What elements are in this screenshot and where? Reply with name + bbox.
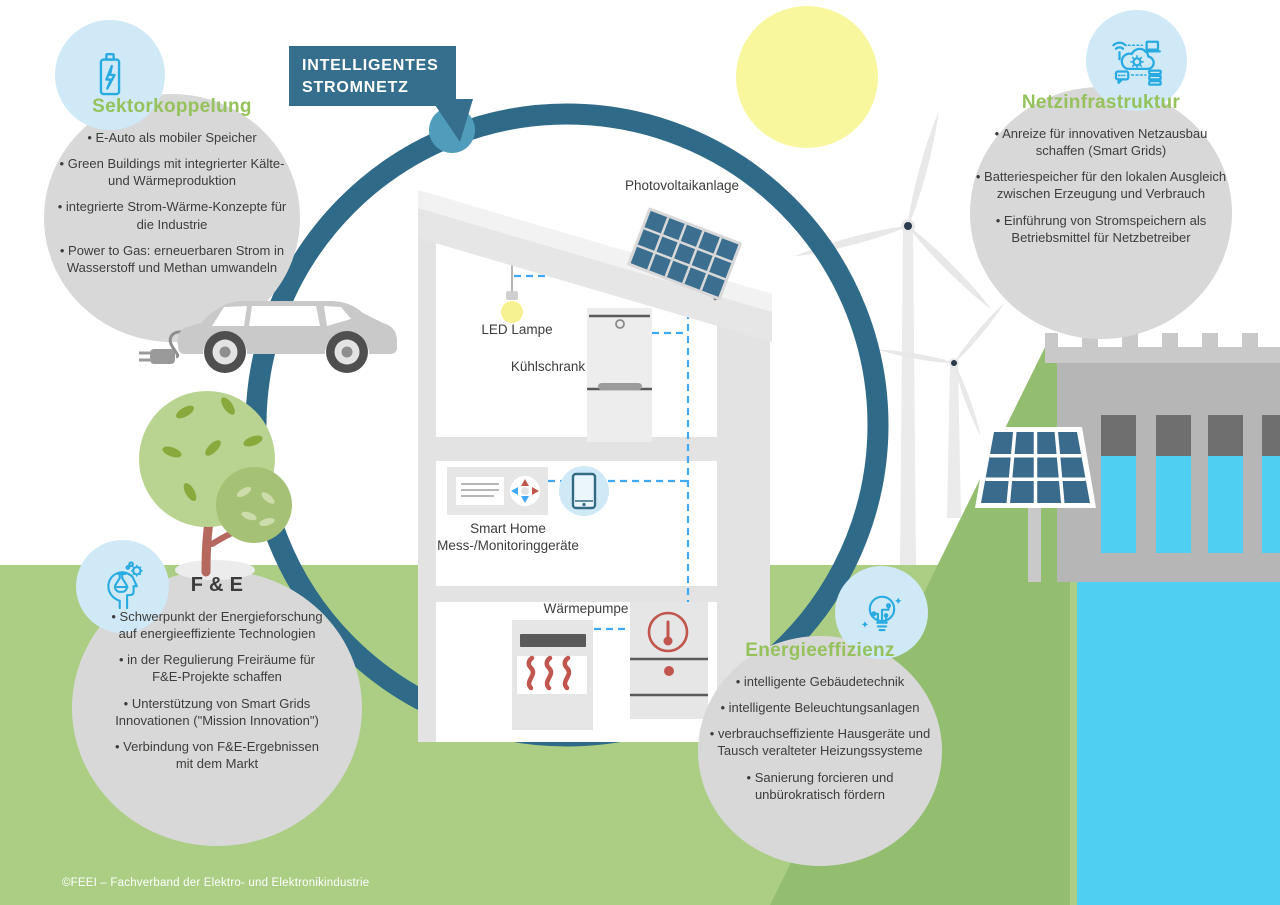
tablet-icon <box>559 466 609 516</box>
bubble-sektorkoppelung: Sektorkoppelung E-Auto als mobiler Speic… <box>44 96 300 276</box>
banner-line2: STROMNETZ <box>302 79 409 97</box>
water <box>1077 582 1280 905</box>
bubble-item: Unterstützung von Smart Grids Innovation… <box>107 695 327 729</box>
heat-pump-unit <box>630 602 708 719</box>
bubble-item: integrierte Strom-Wärme-Konzepte für die… <box>48 198 296 232</box>
copyright-text: ©FEEI – Fachverband der Elektro- und Ele… <box>62 877 370 889</box>
bubble-item: Power to Gas: erneuerbaren Strom in Wass… <box>48 242 296 276</box>
sun <box>736 6 878 148</box>
banner-line1: INTELLIGENTES <box>302 57 439 74</box>
title-banner: INTELLIGENTES STROMNETZ <box>289 46 456 106</box>
ground-solar-panel <box>975 427 1096 582</box>
network-icon-circle <box>1086 10 1187 111</box>
cloud-network-icon <box>1111 40 1162 86</box>
dam-gates <box>1101 415 1280 553</box>
bubble-item: in der Regulierung Freiräume für F&E-Pro… <box>107 651 327 685</box>
bubble-item: Schwerpunkt der Energieforschung auf ene… <box>107 608 327 642</box>
trees <box>139 391 292 580</box>
bubble-item: Green Buildings mit integrierter Kälte- … <box>48 155 296 189</box>
electric-car <box>139 301 397 378</box>
charging-plug <box>150 349 175 364</box>
battery-icon-circle <box>55 20 165 130</box>
label-photovoltaik: Photovoltaikanlage <box>624 178 740 193</box>
bubble-item: intelligente Beleuchtungsanlagen <box>721 699 920 716</box>
monitoring-panel <box>447 467 548 515</box>
roof-solar-panel <box>627 207 742 301</box>
bubble-title: Netzinfrastruktur <box>1021 92 1181 113</box>
label-led-lampe: LED Lampe <box>481 322 553 337</box>
bubble-item: Anreize für innovativen Netzausbau schaf… <box>971 125 1231 159</box>
bubble-energieeffizienz: Energieeffizienz intelligente Gebäudetec… <box>698 640 942 803</box>
bubble-item: verbrauchseffiziente Hausgeräte und Taus… <box>703 725 937 759</box>
bubble-item: Batteriespeicher für den lokalen Ausglei… <box>971 168 1231 202</box>
bubble-item: Sanierung forcieren und unbürokratisch f… <box>703 769 937 803</box>
smart-house <box>418 190 772 742</box>
bubble-item: Verbindung von F&E-Ergebnissen mit dem M… <box>107 738 327 772</box>
label-waermepumpe: Wärmepumpe <box>543 601 629 616</box>
bubble-item: Einführung von Stromspeichern als Betrie… <box>971 212 1231 246</box>
bubble-title: Energieeffizienz <box>745 640 895 661</box>
label-kuehlschrank: Kühlschrank <box>510 359 586 374</box>
bubble-item: intelligente Gebäudetechnik <box>736 673 904 690</box>
bubble-item: E-Auto als mobiler Speicher <box>87 129 257 146</box>
bubble-netzinfrastruktur: Netzinfrastruktur Anreize für innovative… <box>970 92 1232 246</box>
efficiency-icon-circle <box>835 566 928 659</box>
hydro-dam <box>1045 333 1280 905</box>
bubble-title: Sektorkoppelung <box>92 96 252 117</box>
bubble-fe: F & E Schwerpunkt der Energieforschung a… <box>72 574 362 772</box>
wind-turbine-small <box>877 303 1005 518</box>
led-lamp <box>501 243 523 323</box>
bubble-title: F & E <box>190 574 244 596</box>
fridge <box>587 308 652 442</box>
heat-pump-oven <box>512 620 593 730</box>
banner-tail <box>431 99 473 142</box>
label-smart-home: Smart Home Mess-/Monitoringgeräte <box>437 521 579 553</box>
smart-bulb-icon <box>861 595 901 631</box>
research-head-icon <box>106 560 143 609</box>
battery-bolt-icon <box>99 52 121 96</box>
